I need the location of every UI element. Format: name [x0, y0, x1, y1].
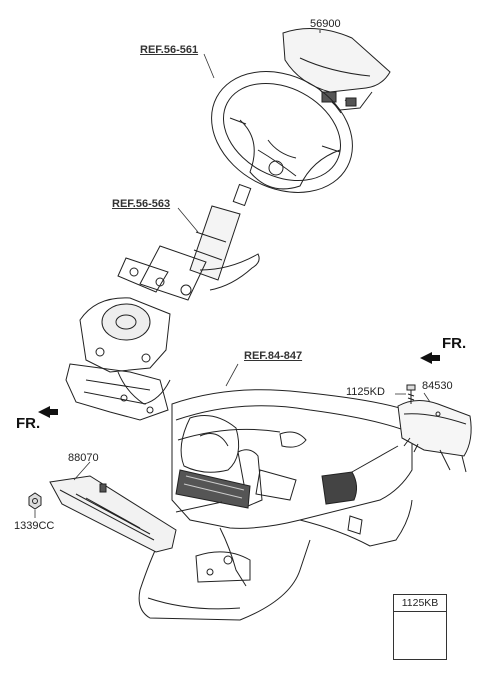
fr-arrow-left: [38, 406, 58, 418]
label-fr-left: FR.: [16, 415, 41, 432]
driver-airbag-part[interactable]: [282, 28, 391, 114]
label-ref-56-563[interactable]: REF.56-563: [112, 198, 171, 210]
label-56900: 56900: [310, 18, 341, 30]
nut-1339cc-part[interactable]: [28, 492, 42, 510]
leader-lines: [34, 53, 431, 518]
label-1339cc: 1339CC: [14, 520, 55, 532]
steering-wheel-part[interactable]: [190, 48, 373, 216]
label-ref-84-847[interactable]: REF.84-847: [244, 350, 303, 362]
legend-box: 1125KB: [393, 594, 447, 660]
bolt-1125kd-part[interactable]: [406, 384, 416, 404]
label-84530: 84530: [422, 380, 453, 392]
label-1125kd: 1125KD: [346, 386, 385, 398]
knee-airbag-part[interactable]: [49, 475, 177, 553]
label-fr-right: FR.: [442, 335, 467, 352]
steering-column-part[interactable]: [117, 183, 260, 301]
dashboard-part[interactable]: [138, 389, 413, 621]
legend-box-title: 1125KB: [394, 595, 446, 612]
passenger-airbag-part[interactable]: [397, 400, 472, 473]
label-88070: 88070: [68, 452, 99, 464]
column-motor-part[interactable]: [65, 297, 171, 421]
fr-arrow-right: [420, 352, 440, 364]
label-ref-56-561[interactable]: REF.56-561: [140, 44, 199, 56]
